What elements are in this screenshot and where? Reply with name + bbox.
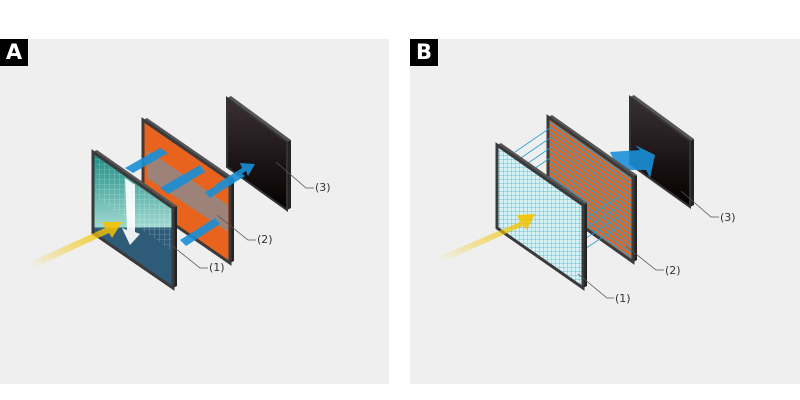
leader-lines (169, 161, 314, 269)
label-1: (1) (209, 261, 225, 274)
label-2: (2) (257, 233, 273, 246)
panel-a-diagram: (3) (2) (1) (30, 96, 331, 291)
blue-transfer-arrows (125, 148, 255, 246)
label-3: (3) (315, 181, 331, 194)
label-2: (2) (665, 264, 681, 277)
incoming-light-arrow (440, 214, 535, 262)
panel-b-tag: B (410, 39, 438, 66)
photodiode-panel-1 (91, 149, 177, 291)
charge-arrow-icon (122, 178, 140, 245)
panel-a-tag: A (0, 39, 28, 66)
leader-lines (577, 190, 719, 299)
label-1: (1) (615, 292, 631, 305)
incoming-light-arrow (30, 222, 122, 268)
panel-b-diagram: (3) (2) (1) (440, 95, 736, 305)
label-3: (3) (720, 211, 736, 224)
sensor-panel-3 (629, 95, 694, 209)
sensor-panel-3 (226, 96, 291, 212)
charge-panel-2 (546, 114, 637, 265)
photodiode-panel-1 (495, 142, 587, 291)
